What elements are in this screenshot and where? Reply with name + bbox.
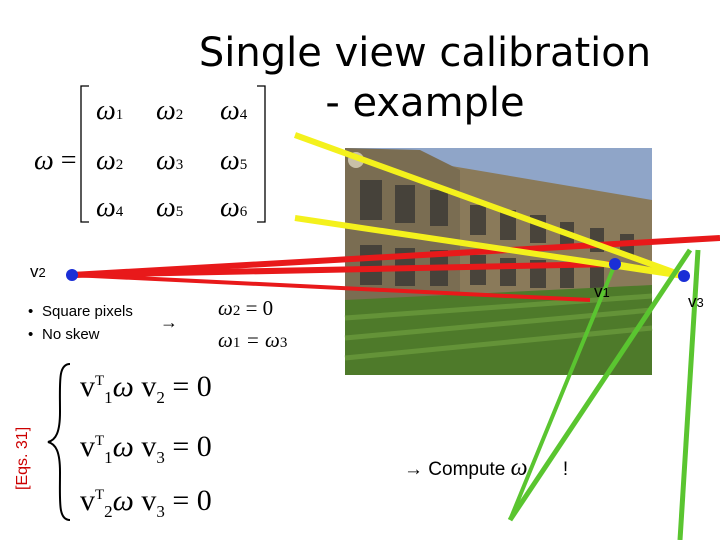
assumption-list: •Square pixels •No skew: [28, 300, 133, 346]
matrix-cell-r2c1: ω2: [96, 145, 124, 176]
matrix-cell-r2c2: ω3: [156, 145, 184, 176]
green-line-1: [507, 248, 693, 522]
red-line-top: [71, 235, 720, 278]
green-line-2: [677, 249, 701, 540]
label-v1: v1: [594, 282, 610, 301]
condition-w2-zero: ω2 = 0: [218, 296, 274, 320]
equation-2: vT1ω v3 = 0: [80, 430, 212, 467]
matrix-lhs: ω: [34, 145, 54, 176]
label-v3: v3: [688, 292, 704, 311]
bullet-no-skew: •No skew: [28, 326, 100, 343]
red-line-low: [71, 273, 591, 302]
vanishing-point-v2: [66, 269, 78, 281]
bullet-square-pixels: •Square pixels: [28, 303, 133, 320]
equation-3: vT2ω v3 = 0: [80, 484, 212, 521]
label-v2: v2: [30, 262, 46, 281]
compute-omega-text: → Compute ω !: [404, 455, 569, 481]
yellow-line-1: [293, 132, 686, 279]
matrix-brackets: [80, 85, 266, 223]
curly-brace: [47, 363, 71, 521]
equation-1: vT1ω v2 = 0: [80, 370, 212, 407]
matrix-cell-r2c3: ω5: [220, 145, 248, 176]
red-line-v2-v1: [71, 261, 616, 278]
vanishing-point-v3: [678, 270, 690, 282]
implies-arrow: →: [160, 312, 178, 332]
matrix-cell-r3c1: ω4: [96, 192, 124, 223]
green-line-3: [508, 263, 617, 521]
matrix-cell-r3c3: ω6: [220, 192, 248, 223]
condition-w1-equals-w3: ω1 = ω3: [218, 328, 288, 352]
equation-reference: [Eqs. 31]: [14, 426, 31, 490]
matrix-equals: =: [60, 145, 77, 176]
omega-matrix-equation: ω =: [34, 145, 77, 177]
slide-title: Single view calibration - example: [198, 30, 652, 126]
matrix-cell-r3c2: ω5: [156, 192, 184, 223]
vanishing-lines: [71, 132, 720, 540]
vanishing-point-v1: [609, 258, 621, 270]
matrix-cell-r1c2: ω2: [156, 95, 184, 126]
matrix-cell-r1c3: ω4: [220, 95, 248, 126]
matrix-cell-r1c1: ω1: [96, 95, 124, 126]
